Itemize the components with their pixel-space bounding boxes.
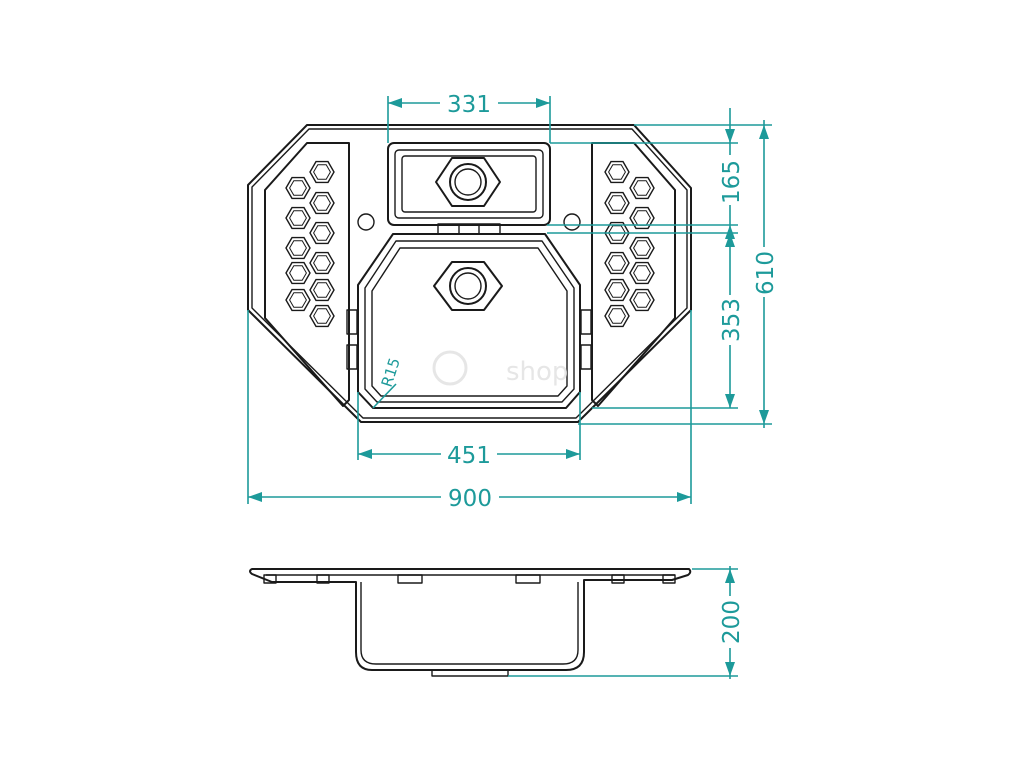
dim-label-200: 200 bbox=[719, 600, 745, 644]
dim-label-r15: R15 bbox=[378, 356, 404, 390]
dimension-main-bowl-width: 451 bbox=[357, 392, 581, 469]
dim-label-900: 900 bbox=[448, 486, 492, 512]
top-view: shop bbox=[247, 124, 692, 423]
tap-hole-right bbox=[563, 213, 581, 231]
main-bowl-outer bbox=[357, 233, 581, 409]
overflow-clip-right-lower bbox=[580, 344, 592, 370]
watermark: shop bbox=[432, 350, 568, 387]
dimension-bowl-depth: 200 bbox=[508, 566, 746, 679]
dim-label-353: 353 bbox=[719, 298, 745, 342]
watermark-text: shop bbox=[506, 357, 568, 387]
dimension-corner-radius: R15 bbox=[372, 356, 404, 409]
left-drainer bbox=[264, 142, 350, 407]
dim-label-165: 165 bbox=[719, 160, 745, 204]
dimension-small-bowl-width: 331 bbox=[387, 88, 551, 143]
overflow-clip-right bbox=[580, 309, 592, 335]
right-drainer bbox=[591, 142, 676, 407]
tap-hole-left bbox=[357, 213, 375, 231]
sink-inner-rim bbox=[251, 128, 688, 419]
small-bowl-drain bbox=[435, 157, 501, 207]
dimension-small-bowl-height: 165 bbox=[547, 108, 746, 239]
left-drainer-outline bbox=[264, 142, 350, 407]
small-bowl-outer bbox=[387, 142, 551, 226]
dim-label-331: 331 bbox=[447, 92, 491, 118]
dimension-total-depth: 610 bbox=[578, 120, 780, 428]
dim-label-451: 451 bbox=[447, 443, 491, 469]
dimension-total-width: 900 bbox=[247, 310, 692, 512]
small-bowl bbox=[387, 142, 551, 235]
side-view-outline bbox=[249, 568, 692, 671]
main-bowl bbox=[357, 233, 581, 409]
dim-label-610: 610 bbox=[753, 251, 779, 295]
main-bowl-drain bbox=[433, 261, 503, 311]
overflow-clip-left-lower bbox=[346, 344, 358, 370]
side-view bbox=[249, 568, 692, 677]
dimension-main-bowl-height: 353 bbox=[592, 233, 746, 409]
overflow-clip-left bbox=[346, 309, 358, 335]
sink-outer-outline bbox=[247, 124, 692, 423]
